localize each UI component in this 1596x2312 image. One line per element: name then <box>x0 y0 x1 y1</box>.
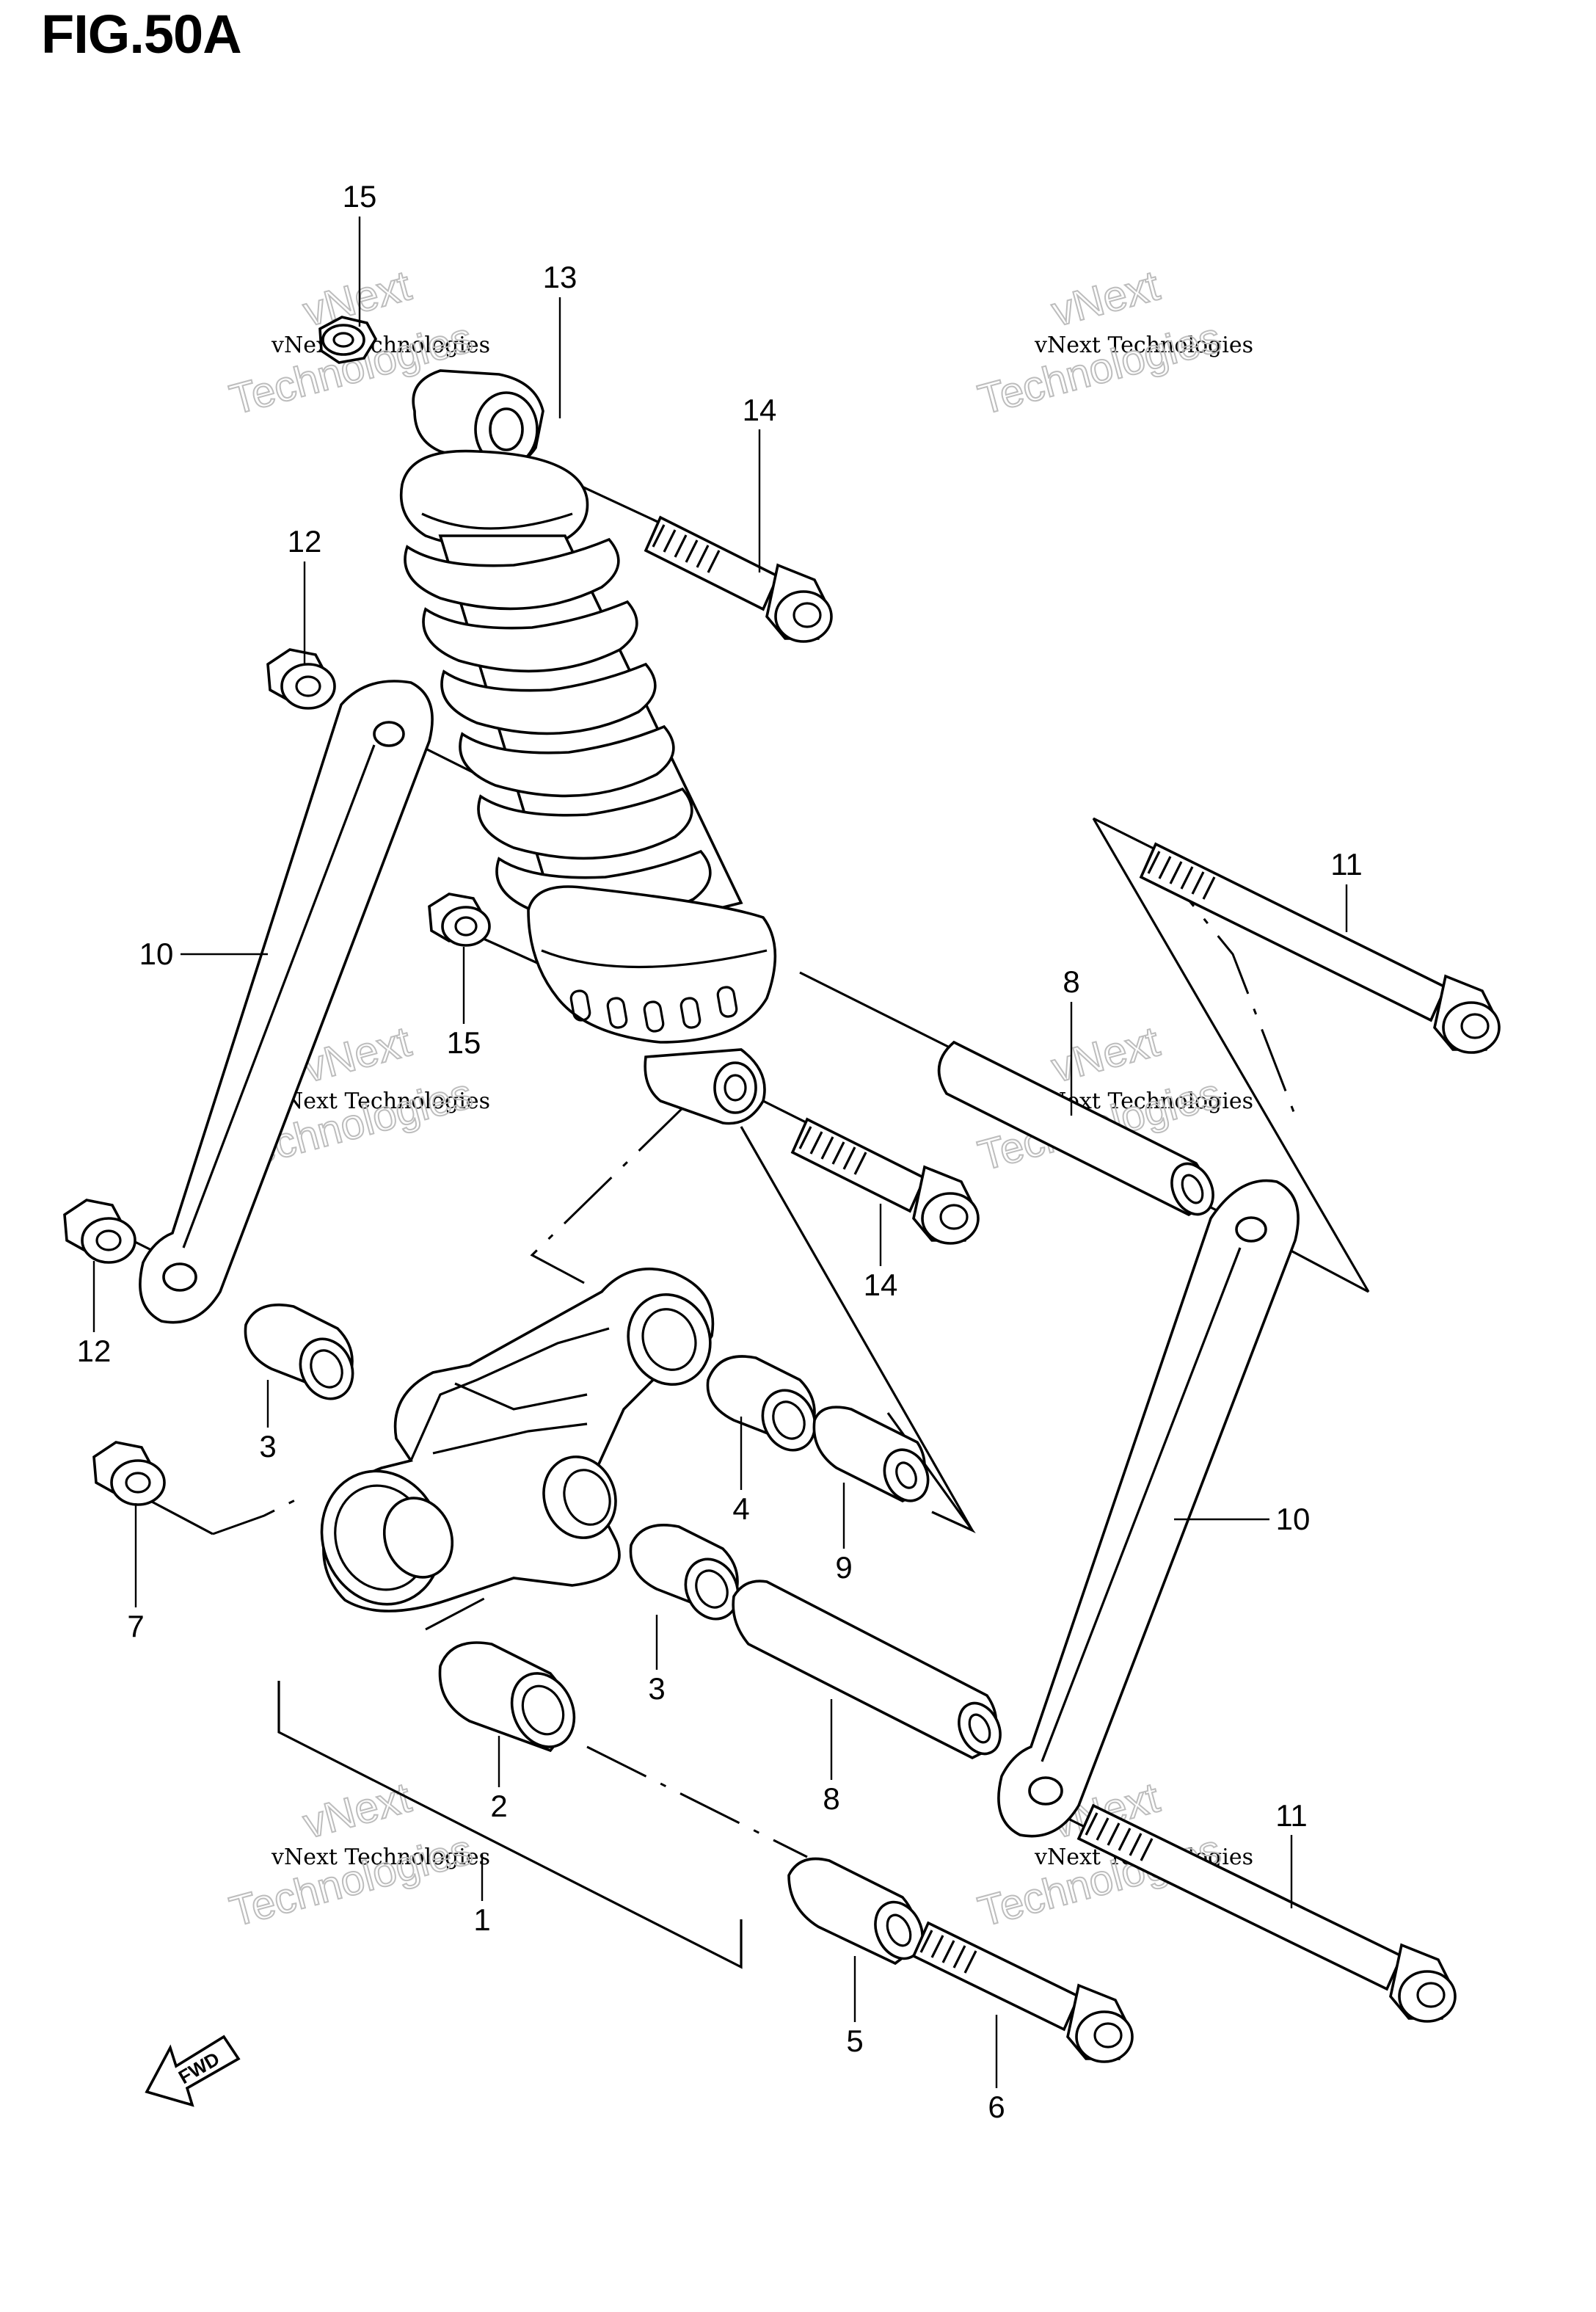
callout-label: 2 <box>490 1789 507 1823</box>
svg-text:Technologies: Technologies <box>974 313 1226 423</box>
callout-label: 3 <box>648 1671 665 1706</box>
part-12-flange-nut-upper <box>266 648 336 710</box>
callout-label: 12 <box>77 1334 112 1368</box>
part-8-sleeve-upper <box>937 1040 1214 1217</box>
callout-labels: 15 13 14 12 10 15 8 11 14 12 3 4 9 10 7 … <box>77 179 1363 2124</box>
part-10-cushion-rod-left <box>139 680 434 1324</box>
callout-label: 15 <box>447 1025 481 1060</box>
part-14-shock-bolt-upper <box>644 515 833 643</box>
forward-direction-arrow: FWD <box>145 2035 241 2107</box>
callout-label: 13 <box>543 260 577 294</box>
part-13-rear-shock-absorber <box>399 369 777 1125</box>
svg-text:vNext Technologies: vNext Technologies <box>271 1088 490 1114</box>
watermark: vNext vNext Technologies Technologies <box>973 261 1253 424</box>
callout-label: 10 <box>139 937 174 971</box>
callout-label: 11 <box>1330 847 1363 881</box>
part-7-flange-nut <box>92 1441 166 1506</box>
callout-label: 3 <box>259 1429 276 1464</box>
callout-label: 6 <box>988 2090 1005 2124</box>
part-8-sleeve-lower <box>732 1579 1002 1760</box>
callout-label: 7 <box>127 1609 144 1643</box>
svg-text:vNext Technologies: vNext Technologies <box>271 332 490 358</box>
part-12-flange-nut-lower <box>63 1199 136 1264</box>
svg-text:vNext: vNext <box>1047 261 1165 335</box>
svg-text:vNext Technologies: vNext Technologies <box>271 1844 490 1870</box>
callout-leaders <box>92 217 1348 2088</box>
part-3-collar-lower <box>629 1524 740 1621</box>
callout-label: 14 <box>743 393 777 427</box>
svg-text:vNext: vNext <box>1047 1017 1165 1091</box>
part-3-collar-upper <box>244 1304 354 1400</box>
callout-label: 10 <box>1276 1502 1311 1536</box>
callout-label: 9 <box>835 1550 852 1585</box>
callout-label: 8 <box>1063 964 1079 999</box>
part-cushion-lever <box>320 1268 715 1613</box>
part-10-cushion-rod-right <box>997 1179 1300 1838</box>
callout-label: 11 <box>1275 1798 1308 1833</box>
watermark: vNext vNext Technologies Technologies <box>225 1773 490 1936</box>
callout-label: 15 <box>343 179 377 214</box>
callout-label: 5 <box>846 2024 863 2058</box>
part-15-flange-nut-lower <box>428 893 491 947</box>
callout-label: 12 <box>288 524 322 559</box>
callout-label: 14 <box>864 1268 898 1302</box>
callout-label: 4 <box>732 1491 749 1526</box>
svg-text:vNext Technologies: vNext Technologies <box>1034 332 1253 358</box>
callout-label: 1 <box>473 1902 490 1937</box>
part-2-bearing <box>438 1641 576 1753</box>
figure-title: FIG.50A <box>41 4 242 65</box>
part-9-spacer <box>812 1406 930 1503</box>
part-15-flange-nut-top <box>318 316 378 364</box>
part-5-spacer <box>787 1857 924 1966</box>
part-6-cushion-lever-bolt <box>911 1921 1134 2063</box>
part-11-cushion-rod-bolt-upper <box>1139 842 1501 1054</box>
part-4-collar <box>706 1355 817 1452</box>
callout-label: 8 <box>823 1781 839 1816</box>
svg-text:vNext: vNext <box>299 1773 416 1847</box>
part-14-shock-bolt-lower <box>790 1117 980 1245</box>
part-11-cushion-rod-bolt-lower <box>1076 1803 1457 2023</box>
svg-text:Technologies: Technologies <box>225 1825 478 1935</box>
